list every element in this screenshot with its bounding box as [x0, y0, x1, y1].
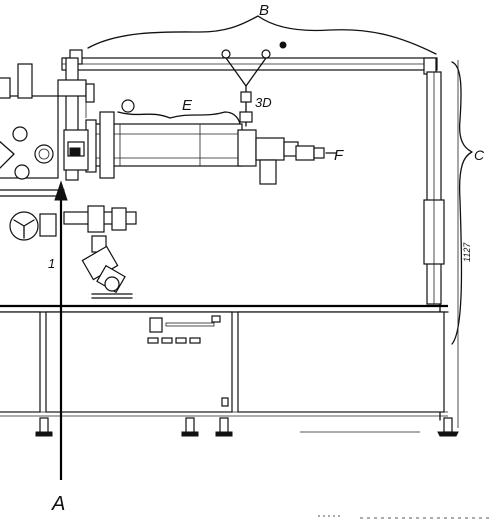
label-1: 1	[48, 256, 55, 271]
tube-assembly-e: E F	[85, 97, 344, 185]
section-arrow-a: A	[51, 180, 68, 515]
brace-c: C 1127	[451, 60, 485, 428]
left-upright	[57, 57, 95, 181]
top-frame-rail	[61, 49, 438, 75]
right-column	[423, 71, 445, 421]
scan-noise	[318, 515, 490, 519]
brace-b: B	[87, 2, 437, 55]
label-a: A	[51, 493, 65, 515]
label-3d: 3D	[255, 95, 272, 110]
dimension-label: 1127	[462, 242, 472, 262]
base-cabinet	[0, 304, 449, 417]
label-f: F	[334, 147, 344, 164]
label-b: B	[259, 2, 269, 19]
valve-cluster: 1	[0, 189, 137, 299]
left-chamber	[0, 63, 59, 180]
leveling-feet	[35, 417, 459, 437]
label-c: C	[474, 147, 485, 163]
label-e: E	[182, 97, 193, 114]
hanger-triangle: 3D	[221, 41, 287, 127]
